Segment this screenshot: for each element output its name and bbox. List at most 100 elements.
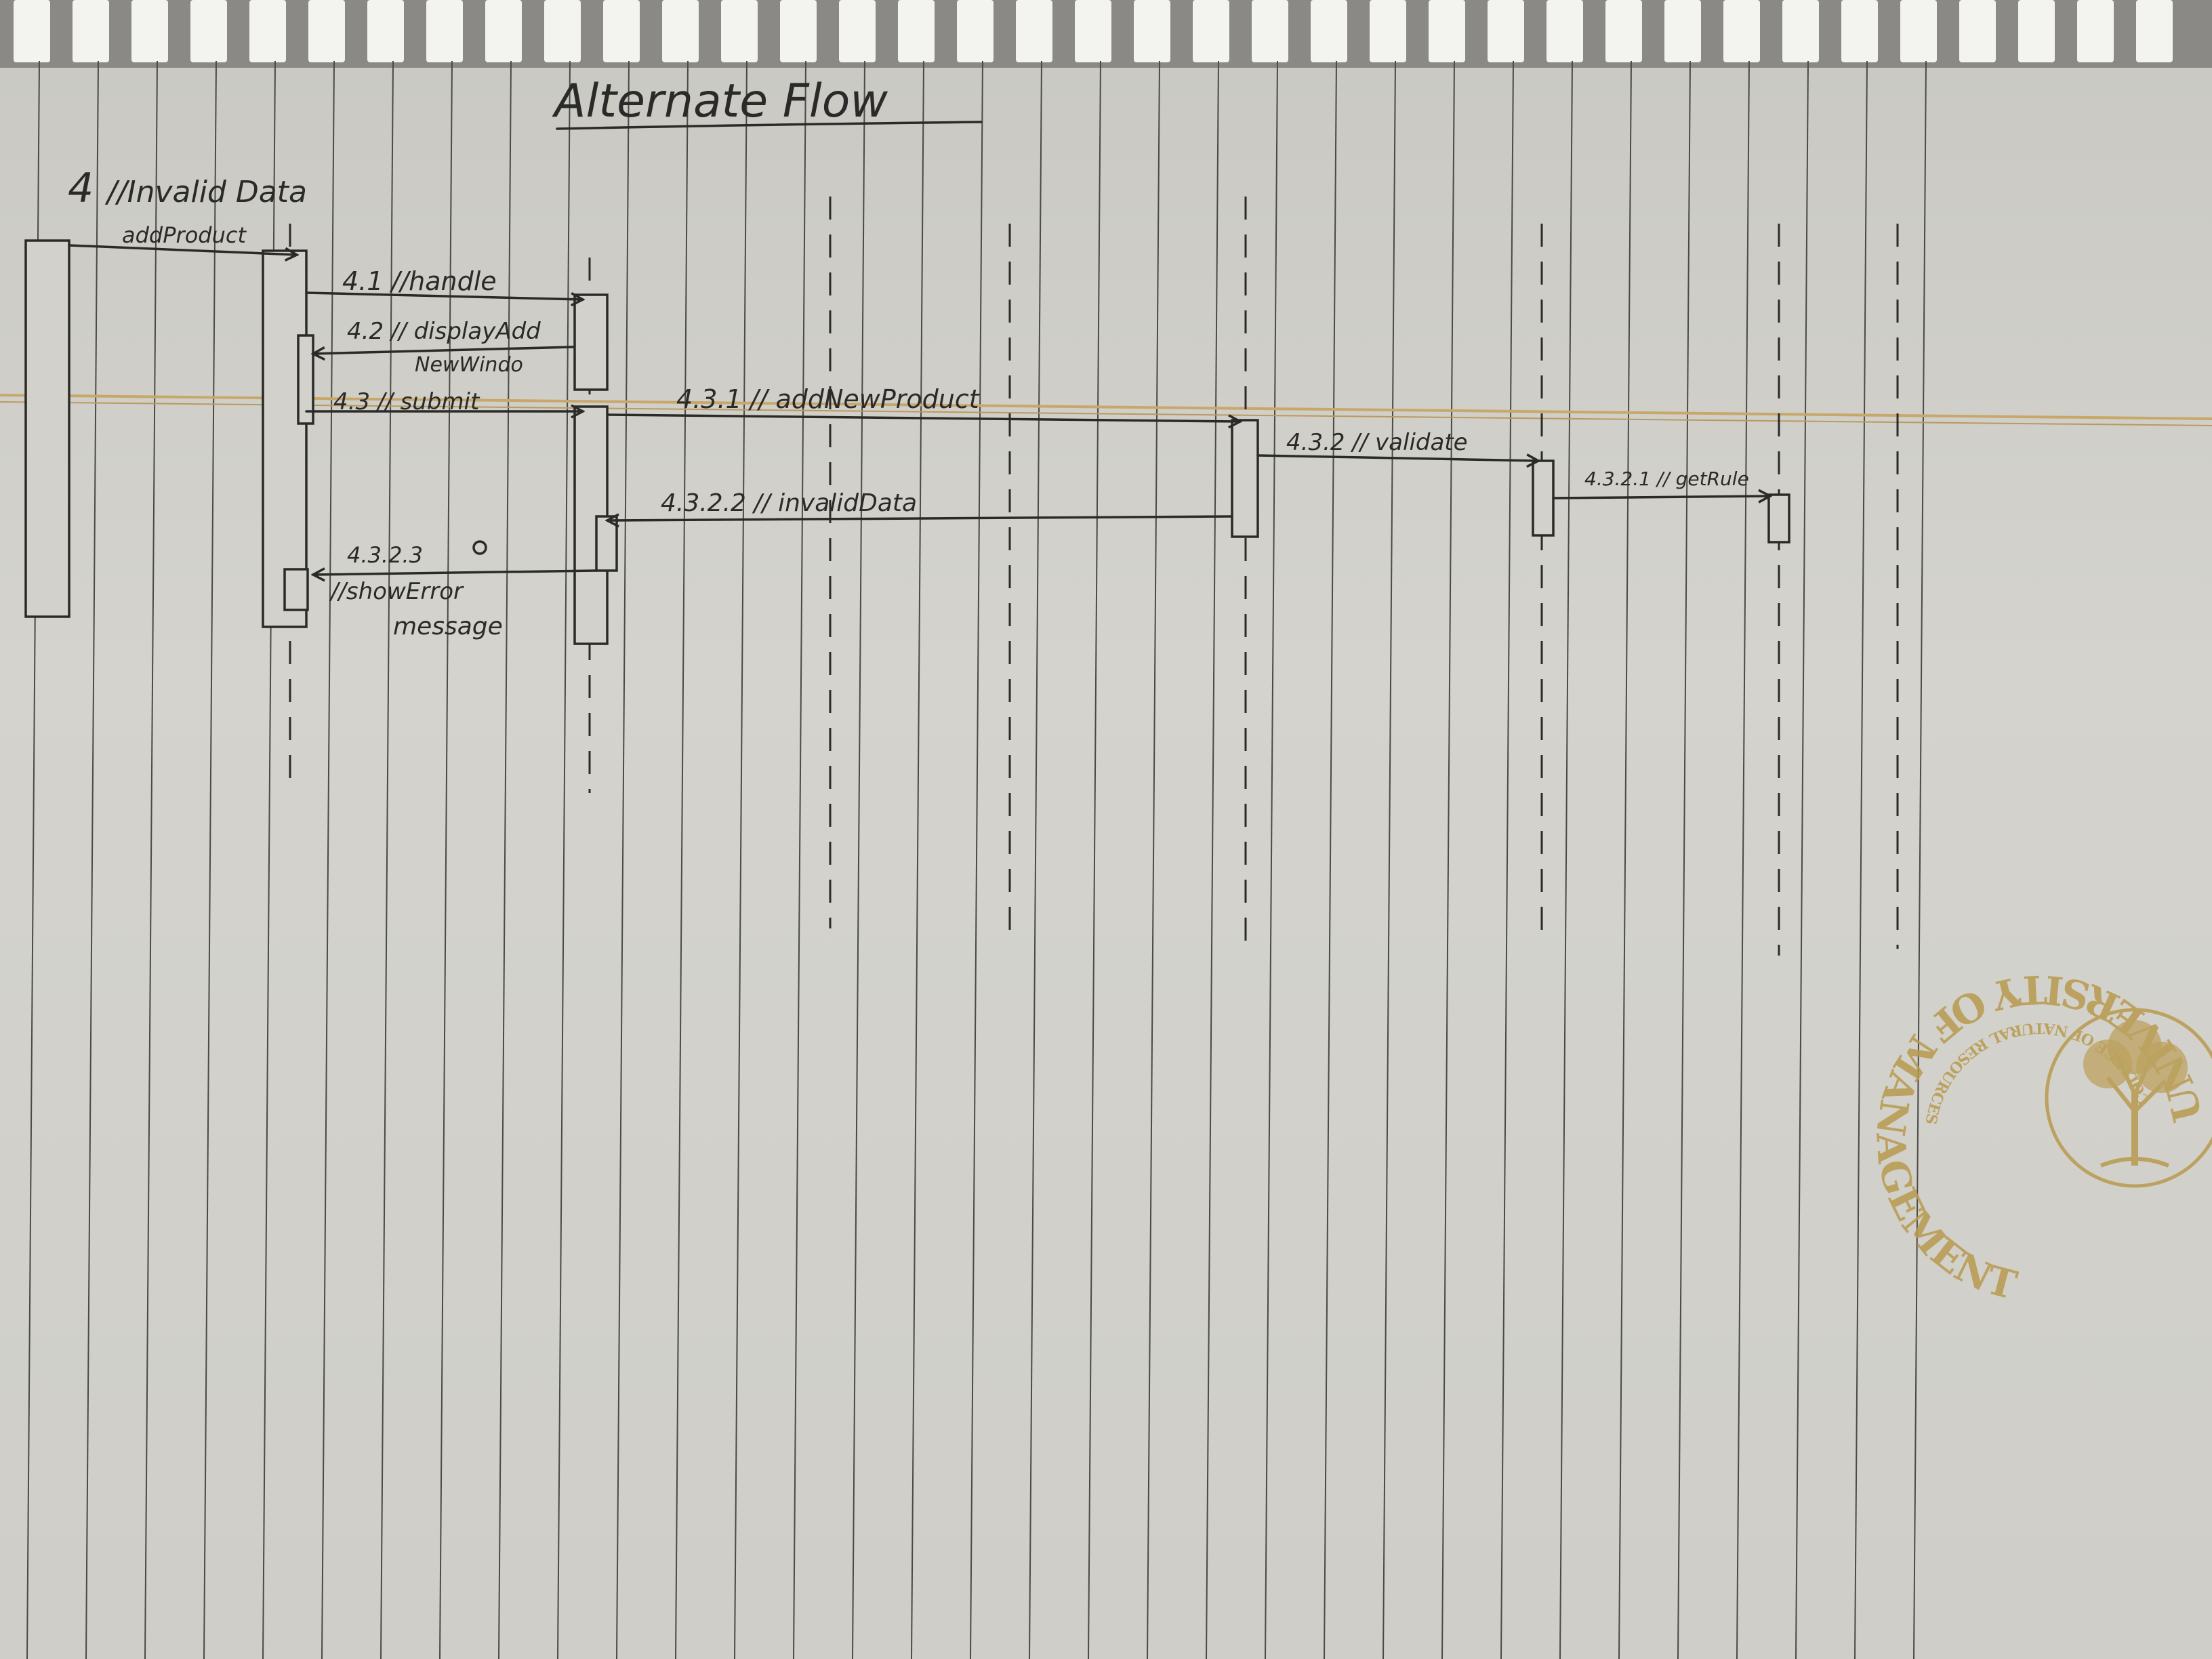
ruling-line [1206,60,1219,1659]
scenario-number: 4 [68,165,94,212]
ruling-line [321,60,335,1659]
spiral-tab [308,0,345,62]
ruling-line [1854,60,1868,1659]
ruling-line [557,60,571,1659]
ruling-line [380,60,394,1659]
ruling-line [911,60,924,1659]
ruling-line [1677,60,1691,1659]
ruling-lines [26,60,1927,1659]
ruling-line [1618,60,1632,1659]
ruling-line [970,60,983,1659]
ruling-line [793,60,806,1659]
arrow-addnewproduct [606,413,1240,422]
activation-user [24,239,70,618]
spiral-tab [1488,0,1524,62]
diagram-title: Alternate Flow [552,75,888,128]
spiral-tab [1841,0,1878,62]
arrow-invaliddata [607,516,1233,520]
spiral-tab [367,0,404,62]
spiral-tab [190,0,227,62]
spiral-tab [1547,0,1583,62]
ruling-line [1324,60,1337,1659]
ruling-line [1913,60,1927,1659]
message-label-show-error-line2: //showError [329,578,464,605]
tree-icon [2083,1020,2188,1168]
spiral-tab [2018,0,2055,62]
spiral-tab [780,0,817,62]
arrow-handle [305,291,583,300]
spiral-tab [73,0,109,62]
ruling-line [1559,60,1573,1659]
message-label-getrule: 4.3.2.1 // getRule [1584,468,1749,490]
spiral-tab [1664,0,1701,62]
spiral-tab [1193,0,1229,62]
arrow-show-error-message [313,571,598,575]
spiral-tab [839,0,876,62]
ruling-line [439,60,453,1659]
ruling-line [616,60,630,1659]
activation-ui-nested [297,334,314,425]
spiral-tab [1605,0,1642,62]
ruling-line [1265,60,1278,1659]
message-label-show-error-line1: 4.3.2.3 [347,542,423,568]
message-label-show-error-line3: message [393,613,503,640]
spiral-tab [2077,0,2114,62]
spiral-tab [1370,0,1406,62]
message-label-handle: 4.1 //handle [342,266,497,296]
spiral-tab [1311,0,1347,62]
ruling-line [498,60,512,1659]
scenario-name: //Invalid Data [104,175,307,209]
spiral-tab [426,0,463,62]
ruling-line [203,60,217,1659]
ruling-line [1029,60,1042,1659]
arrow-display-add-new-window [313,346,575,354]
spiral-tab [1016,0,1052,62]
spiral-tab [1959,0,1996,62]
arrow-validate [1256,455,1538,461]
spiral-tab [14,0,50,62]
message-label-display-add-line1: 4.2 // displayAdd [347,318,541,345]
ruling-line [1382,60,1396,1659]
ruling-line [1441,60,1455,1659]
spiral-tab [898,0,935,62]
ruling-line [1088,60,1101,1659]
message-mark [472,540,487,555]
spiral-tab [1075,0,1111,62]
ruling-line [144,60,158,1659]
ruling-line [1500,60,1514,1659]
message-label-addnewproduct: 4.3.1 // addNewProduct [676,384,981,414]
spiral-tab [1134,0,1170,62]
spiral-tab [662,0,699,62]
spiral-tab [485,0,522,62]
ruling-line [1736,60,1750,1659]
arrow-addproduct [68,244,297,255]
message-label-submit: 4.3 // submit [333,388,480,415]
message-label-display-add-line2: NewWindo [415,353,523,377]
spiral-tab [1723,0,1760,62]
ruling-line [1795,60,1809,1659]
message-label-addproduct: addProduct [122,222,247,248]
seal-inner-ring [2045,1008,2212,1188]
ruling-line [734,60,747,1659]
spiral-binding [14,0,2173,62]
message-label-invaliddata: 4.3.2.2 // invalidData [661,489,917,517]
spiral-tab [603,0,640,62]
spiral-tab [544,0,581,62]
spiral-tab [1429,0,1465,62]
activation-controller-handle [573,293,609,391]
spiral-tab [721,0,758,62]
ruling-line [852,60,865,1659]
spiral-tab [249,0,286,62]
margin-rule [0,394,2212,420]
ruling-line [1147,60,1160,1659]
activation-ui [262,249,308,628]
spiral-tab [2136,0,2173,62]
margin-rule-secondary [0,401,2212,426]
title-underline [556,121,983,130]
spiral-tab [1900,0,1937,62]
activation-ui-error [283,568,309,611]
